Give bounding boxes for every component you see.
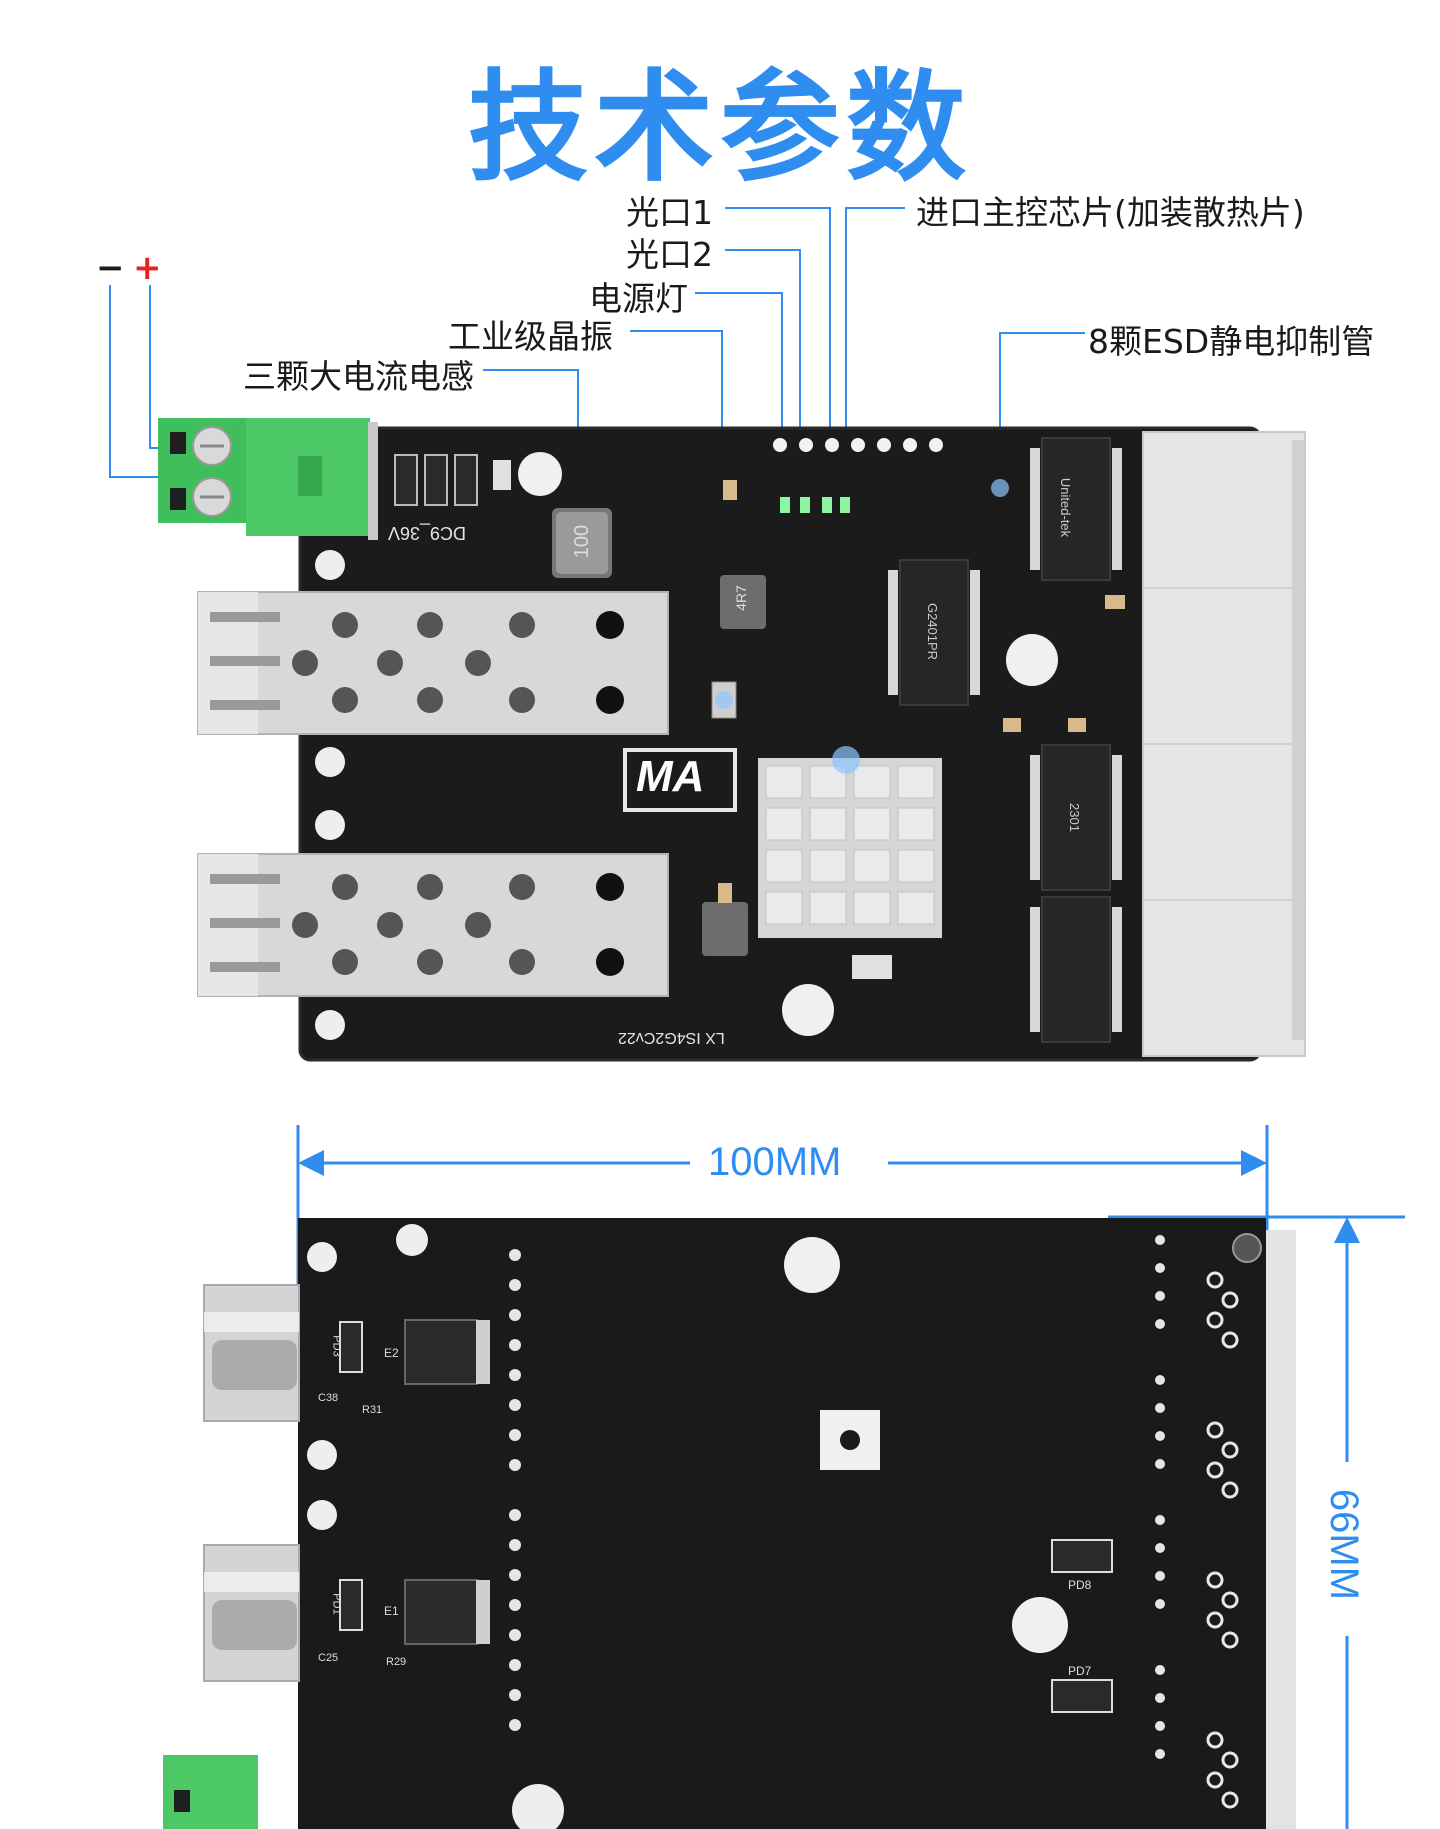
silk-small-inductor: 4R7 [732,585,749,611]
silk-c25: C25 [318,1652,339,1664]
callout-main-chip: 进口主控芯片(加装散热片) [916,193,1305,232]
silk-e2: E2 [384,1346,399,1360]
silk-chip: G2401PR [925,602,941,661]
silk-pd3: PD3 [330,1335,343,1357]
width-dimension-label: 100MM [708,1140,842,1184]
top-board [158,418,1306,1062]
callout-power-led: 电源灯 [589,279,688,318]
silk-brand: United-tek [1058,477,1074,538]
power-terminal-block [158,418,378,540]
silk-inductor: 100 [571,524,594,559]
silk-pd7: PD7 [1068,1664,1092,1678]
callout-inductors: 三颗大电流电感 [243,357,474,396]
transformer-1 [1041,437,1111,581]
silk-pd8: PD8 [1068,1578,1092,1592]
silk-power: DC9_36V [388,523,467,543]
page-title: 技术参数 [468,59,972,198]
callout-esd: 8颗ESD静电抑制管 [1088,322,1375,361]
transformer-2 [899,559,969,706]
silk-e1: E1 [384,1604,399,1618]
minus-mark: − [96,248,125,288]
sfp-cage-2 [197,853,669,997]
callout-optical-port-1: 光口1 [626,193,713,232]
silk-model: LX IS4G2Cv22 [618,1029,725,1046]
callout-optical-port-2: 光口2 [626,235,713,274]
sfp-cage-1 [197,591,669,735]
silk-r29: R29 [386,1656,407,1668]
silk-r31: R31 [362,1404,383,1416]
silk-pd1: PD1 [330,1593,343,1615]
rj45-port-block [1142,431,1306,1057]
transformer-4 [1041,896,1111,1043]
callout-crystal: 工业级晶振 [448,317,613,356]
heatsink [758,746,942,938]
ma-logo: MA [636,752,705,801]
bottom-board [163,1218,1296,1829]
silk-c38: C38 [318,1392,339,1404]
transformer-3 [1041,744,1111,891]
silk-code: 2301 [1066,803,1082,832]
plus-mark: + [133,248,162,288]
